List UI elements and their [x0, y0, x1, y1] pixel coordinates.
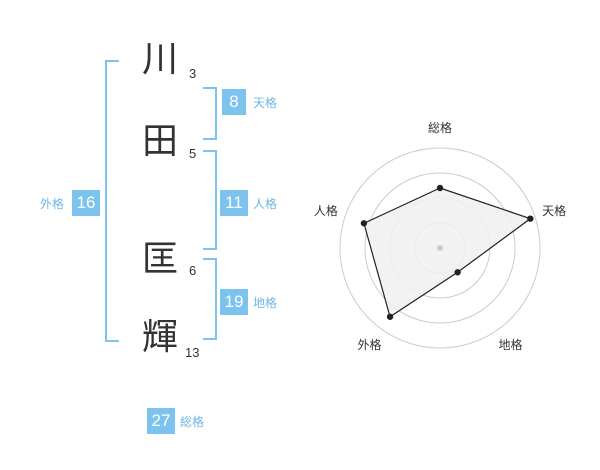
jinkaku-bracket [203, 150, 217, 250]
radar-axis-label: 外格 [357, 337, 381, 352]
soukaku-label: 総格 [180, 415, 205, 429]
chikaku-label: 地格 [253, 296, 278, 310]
radar-point [386, 313, 394, 320]
radar-axis-label: 人格 [314, 203, 338, 218]
jinkaku-value: 11 [220, 190, 248, 216]
gaikaku-value: 16 [72, 190, 100, 216]
radar-point [436, 184, 444, 192]
name-char-3: 匡 [141, 239, 178, 280]
radar-axis-label: 地格 [499, 337, 523, 352]
radar-point [527, 215, 534, 222]
radar-point [454, 269, 461, 276]
soukaku-value: 27 [147, 408, 175, 434]
stroke-count-3: 6 [189, 263, 197, 278]
stroke-count-4: 13 [185, 345, 200, 360]
chikaku-bracket [203, 258, 217, 340]
radar-center-dot [437, 245, 443, 251]
tenkaku-bracket [203, 87, 217, 140]
gaikaku-label: 外格 [40, 197, 65, 211]
name-char-4: 輝 [141, 317, 178, 358]
chikaku-value: 19 [220, 289, 248, 315]
tenkaku-label: 天格 [253, 96, 278, 110]
name-char-1: 川 [141, 39, 178, 80]
jinkaku-label: 人格 [253, 197, 278, 211]
radar-grid-ring [339, 147, 541, 349]
stroke-count-1: 3 [189, 66, 197, 81]
radar-area [363, 187, 532, 318]
tenkaku-value: 8 [222, 89, 246, 115]
radar-axis-label: 総格 [428, 120, 452, 135]
radar-grid-ring [364, 172, 516, 324]
radar-axis-label: 天格 [542, 203, 566, 218]
name-char-2: 田 [141, 121, 178, 162]
gaikaku-bracket [105, 60, 119, 342]
stroke-count-2: 5 [189, 146, 197, 161]
radar-point [360, 220, 368, 227]
